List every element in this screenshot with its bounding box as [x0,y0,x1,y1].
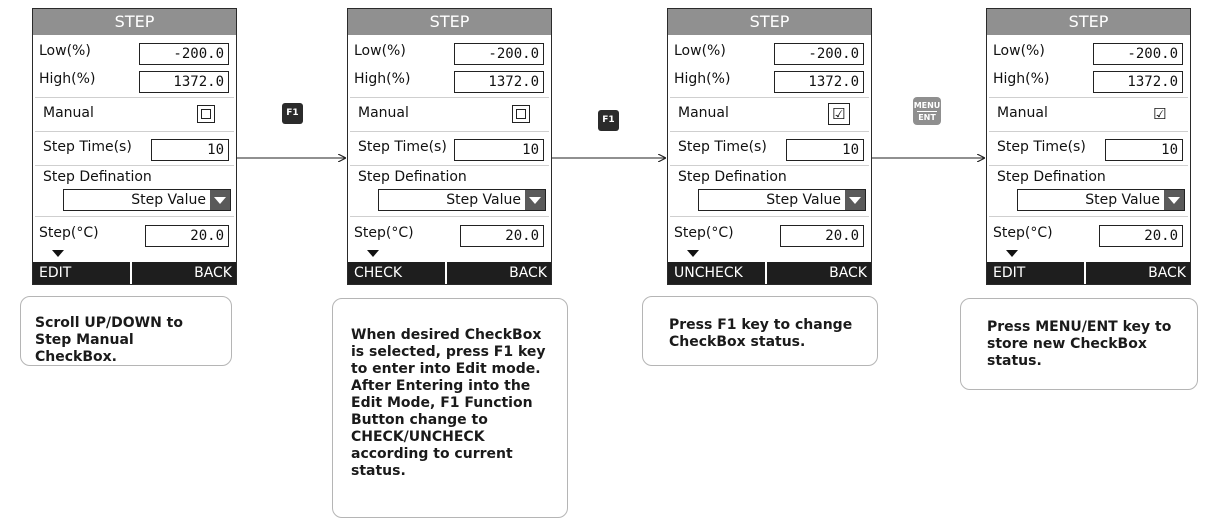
manual-checkbox[interactable]: ☑ [828,103,850,125]
manual-checkbox[interactable] [512,105,530,123]
step-def-value: Step Value [766,192,841,208]
softkey-right[interactable]: BACK [509,265,547,281]
softkey-bar: EDIT BACK [987,262,1190,284]
high-label: High(%) [993,71,1050,87]
step-value: 20.0 [780,225,864,247]
low-label: Low(%) [993,43,1045,59]
dropdown-arrow-icon [1164,190,1184,210]
step-value: 20.0 [1099,225,1183,247]
step-def-label: Step Defination [678,169,787,185]
step-def-label: Step Defination [43,169,152,185]
manual-label: Manual [43,105,94,121]
step-def-select[interactable]: Step Value [1017,189,1185,211]
checkbox-checked-icon: ☑ [832,105,846,123]
step-def-label: Step Defination [997,169,1106,185]
step-value: 20.0 [460,225,544,247]
low-value: -200.0 [774,43,864,65]
manual-checkbox[interactable] [197,105,215,123]
f1-key-icon: F1 [598,110,619,131]
step-def-label: Step Defination [358,169,467,185]
screen-4: STEP Low(%) -200.0 High(%) 1372.0 Manual… [986,8,1191,285]
manual-label: Manual [678,105,729,121]
softkey-bar: CHECK BACK [348,262,551,284]
step-def-select[interactable]: Step Value [63,189,231,211]
menu-key-top: MENU [913,101,941,110]
high-value: 1372.0 [1093,71,1183,93]
note-2-text: When desired CheckBox is selected, press… [351,327,546,479]
softkey-right[interactable]: BACK [829,265,867,281]
step-def-value: Step Value [1085,192,1160,208]
softkey-left[interactable]: EDIT [33,262,132,284]
low-label: Low(%) [674,43,726,59]
low-value: -200.0 [139,43,229,65]
softkey-left[interactable]: EDIT [987,262,1086,284]
step-label: Step(°C) [354,225,414,241]
note-4-text: Press MENU/ENT key to store new CheckBox… [987,319,1172,369]
step-def-select[interactable]: Step Value [378,189,546,211]
screen-title: STEP [668,9,871,35]
manual-checkbox[interactable]: ☑ [1150,104,1172,126]
note-4: Press MENU/ENT key to store new CheckBox… [960,298,1198,390]
dropdown-arrow-icon [845,190,865,210]
step-label: Step(°C) [39,225,99,241]
step-def-select[interactable]: Step Value [698,189,866,211]
step-time-value: 10 [786,139,864,161]
screen-title: STEP [33,9,236,35]
screen-2: STEP Low(%) -200.0 High(%) 1372.0 Manual… [347,8,552,285]
screen-1: STEP Low(%) -200.0 High(%) 1372.0 Manual… [32,8,237,285]
step-time-label: Step Time(s) [358,139,447,155]
high-label: High(%) [674,71,731,87]
dropdown-arrow-icon [525,190,545,210]
screen-3: STEP Low(%) -200.0 High(%) 1372.0 Manual… [667,8,872,285]
softkey-left[interactable]: UNCHECK [668,262,767,284]
softkey-bar: EDIT BACK [33,262,236,284]
screen-title: STEP [348,9,551,35]
note-2: When desired CheckBox is selected, press… [332,298,568,518]
step-label: Step(°C) [674,225,734,241]
step-time-label: Step Time(s) [43,139,132,155]
f1-key-icon: F1 [282,103,303,124]
softkey-right[interactable]: BACK [1148,265,1186,281]
step-time-value: 10 [454,139,544,161]
high-value: 1372.0 [454,71,544,93]
step-def-value: Step Value [131,192,206,208]
step-label: Step(°C) [993,225,1053,241]
menu-ent-key-icon: MENU ENT [913,97,941,125]
scroll-down-arrow-icon [1006,250,1018,257]
screen-title: STEP [987,9,1190,35]
menu-key-bottom: ENT [918,113,936,122]
softkey-right[interactable]: BACK [194,265,232,281]
step-time-label: Step Time(s) [678,139,767,155]
checkbox-checked-icon: ☑ [1153,105,1167,123]
manual-label: Manual [358,105,409,121]
step-def-value: Step Value [446,192,521,208]
dropdown-arrow-icon [210,190,230,210]
high-label: High(%) [354,71,411,87]
step-value: 20.0 [145,225,229,247]
low-value: -200.0 [1093,43,1183,65]
scroll-down-arrow-icon [367,250,379,257]
scroll-down-arrow-icon [52,250,64,257]
step-time-value: 10 [151,139,229,161]
note-1: Scroll UP/DOWN to Step Manual CheckBox. [20,296,232,366]
step-time-value: 10 [1105,139,1183,161]
note-1-text: Scroll UP/DOWN to Step Manual CheckBox. [35,315,183,365]
low-value: -200.0 [454,43,544,65]
high-value: 1372.0 [774,71,864,93]
softkey-bar: UNCHECK BACK [668,262,871,284]
note-3-text: Press F1 key to change CheckBox status. [669,317,853,350]
low-label: Low(%) [39,43,91,59]
softkey-left[interactable]: CHECK [348,262,447,284]
low-label: Low(%) [354,43,406,59]
high-value: 1372.0 [139,71,229,93]
high-label: High(%) [39,71,96,87]
note-3: Press F1 key to change CheckBox status. [642,296,878,366]
manual-label: Manual [997,105,1048,121]
step-time-label: Step Time(s) [997,139,1086,155]
scroll-down-arrow-icon [687,250,699,257]
